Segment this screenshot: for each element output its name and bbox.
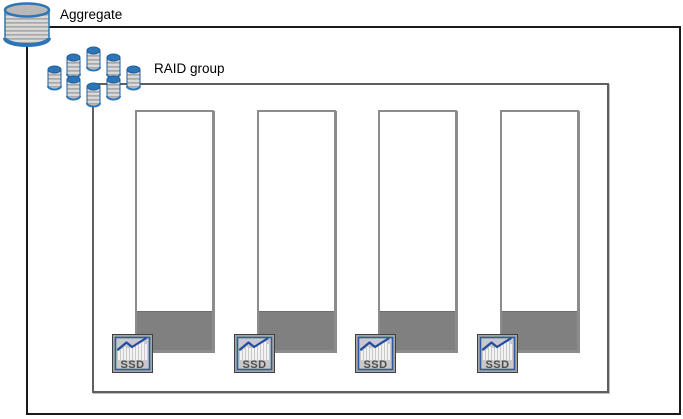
ssd-label: SSD	[242, 359, 267, 371]
raid-group-label: RAID group	[154, 61, 225, 76]
small-cylinder-icon	[86, 82, 101, 108]
ssd-icon: SSD	[355, 334, 396, 373]
ssd-disk: SSD	[257, 110, 336, 352]
small-cylinder-icon	[86, 46, 101, 72]
ssd-label: SSD	[120, 359, 145, 371]
disk-cluster-icon	[44, 44, 144, 111]
small-cylinder-icon	[66, 75, 81, 101]
ssd-icon: SSD	[112, 334, 153, 373]
small-cylinder-icon	[47, 65, 62, 91]
ssd-disk: SSD	[135, 110, 214, 352]
database-cylinder-icon	[2, 1, 52, 48]
ssd-icon: SSD	[477, 334, 518, 373]
small-cylinder-icon	[106, 75, 121, 101]
small-cylinder-icon	[126, 65, 141, 91]
ssd-disk: SSD	[500, 110, 579, 352]
ssd-disk: SSD	[378, 110, 457, 352]
aggregate-label: Aggregate	[60, 7, 123, 22]
ssd-label: SSD	[363, 359, 388, 371]
aggregate-box	[26, 26, 681, 415]
ssd-label: SSD	[485, 359, 510, 371]
ssd-icon: SSD	[234, 334, 275, 373]
